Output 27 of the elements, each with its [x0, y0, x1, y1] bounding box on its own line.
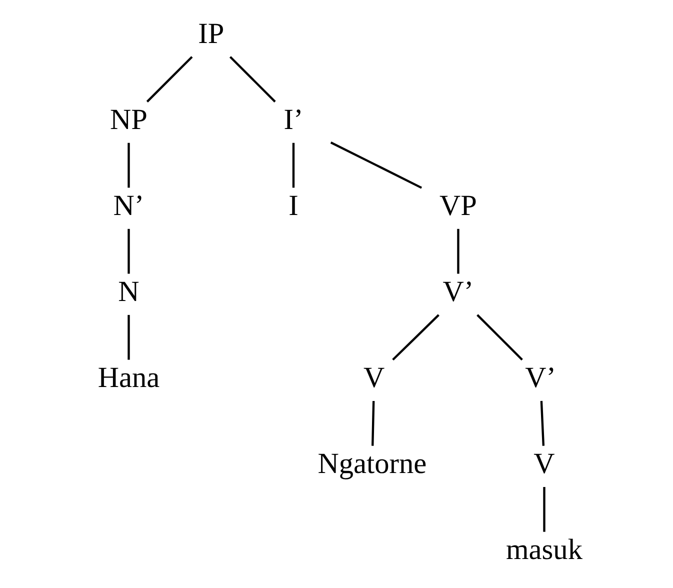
connector [146, 56, 193, 102]
connector [543, 487, 546, 532]
node-text: V [363, 362, 385, 394]
node-text: N [118, 276, 140, 308]
node-text: masuk [506, 534, 582, 566]
connector [476, 314, 523, 361]
node-text: V [534, 448, 555, 480]
connector [540, 400, 545, 446]
node-text: I [288, 190, 298, 222]
node-text: IP [198, 18, 224, 50]
node-text: NP [110, 104, 148, 136]
connector [128, 228, 130, 274]
node-text: V’ [525, 362, 556, 394]
connector [229, 56, 276, 102]
node-text: N’ [113, 190, 144, 222]
connector [128, 142, 130, 188]
node-text: I’ [284, 104, 304, 136]
connector [372, 400, 375, 446]
node-text: Ngatorne [318, 448, 427, 480]
connector [392, 314, 440, 361]
node-text: V’ [442, 276, 474, 308]
connector [330, 141, 422, 189]
connector [457, 228, 460, 274]
node-text: Hana [98, 362, 160, 394]
connector [128, 314, 130, 360]
node-text: VP [440, 190, 477, 222]
connector [292, 142, 295, 188]
